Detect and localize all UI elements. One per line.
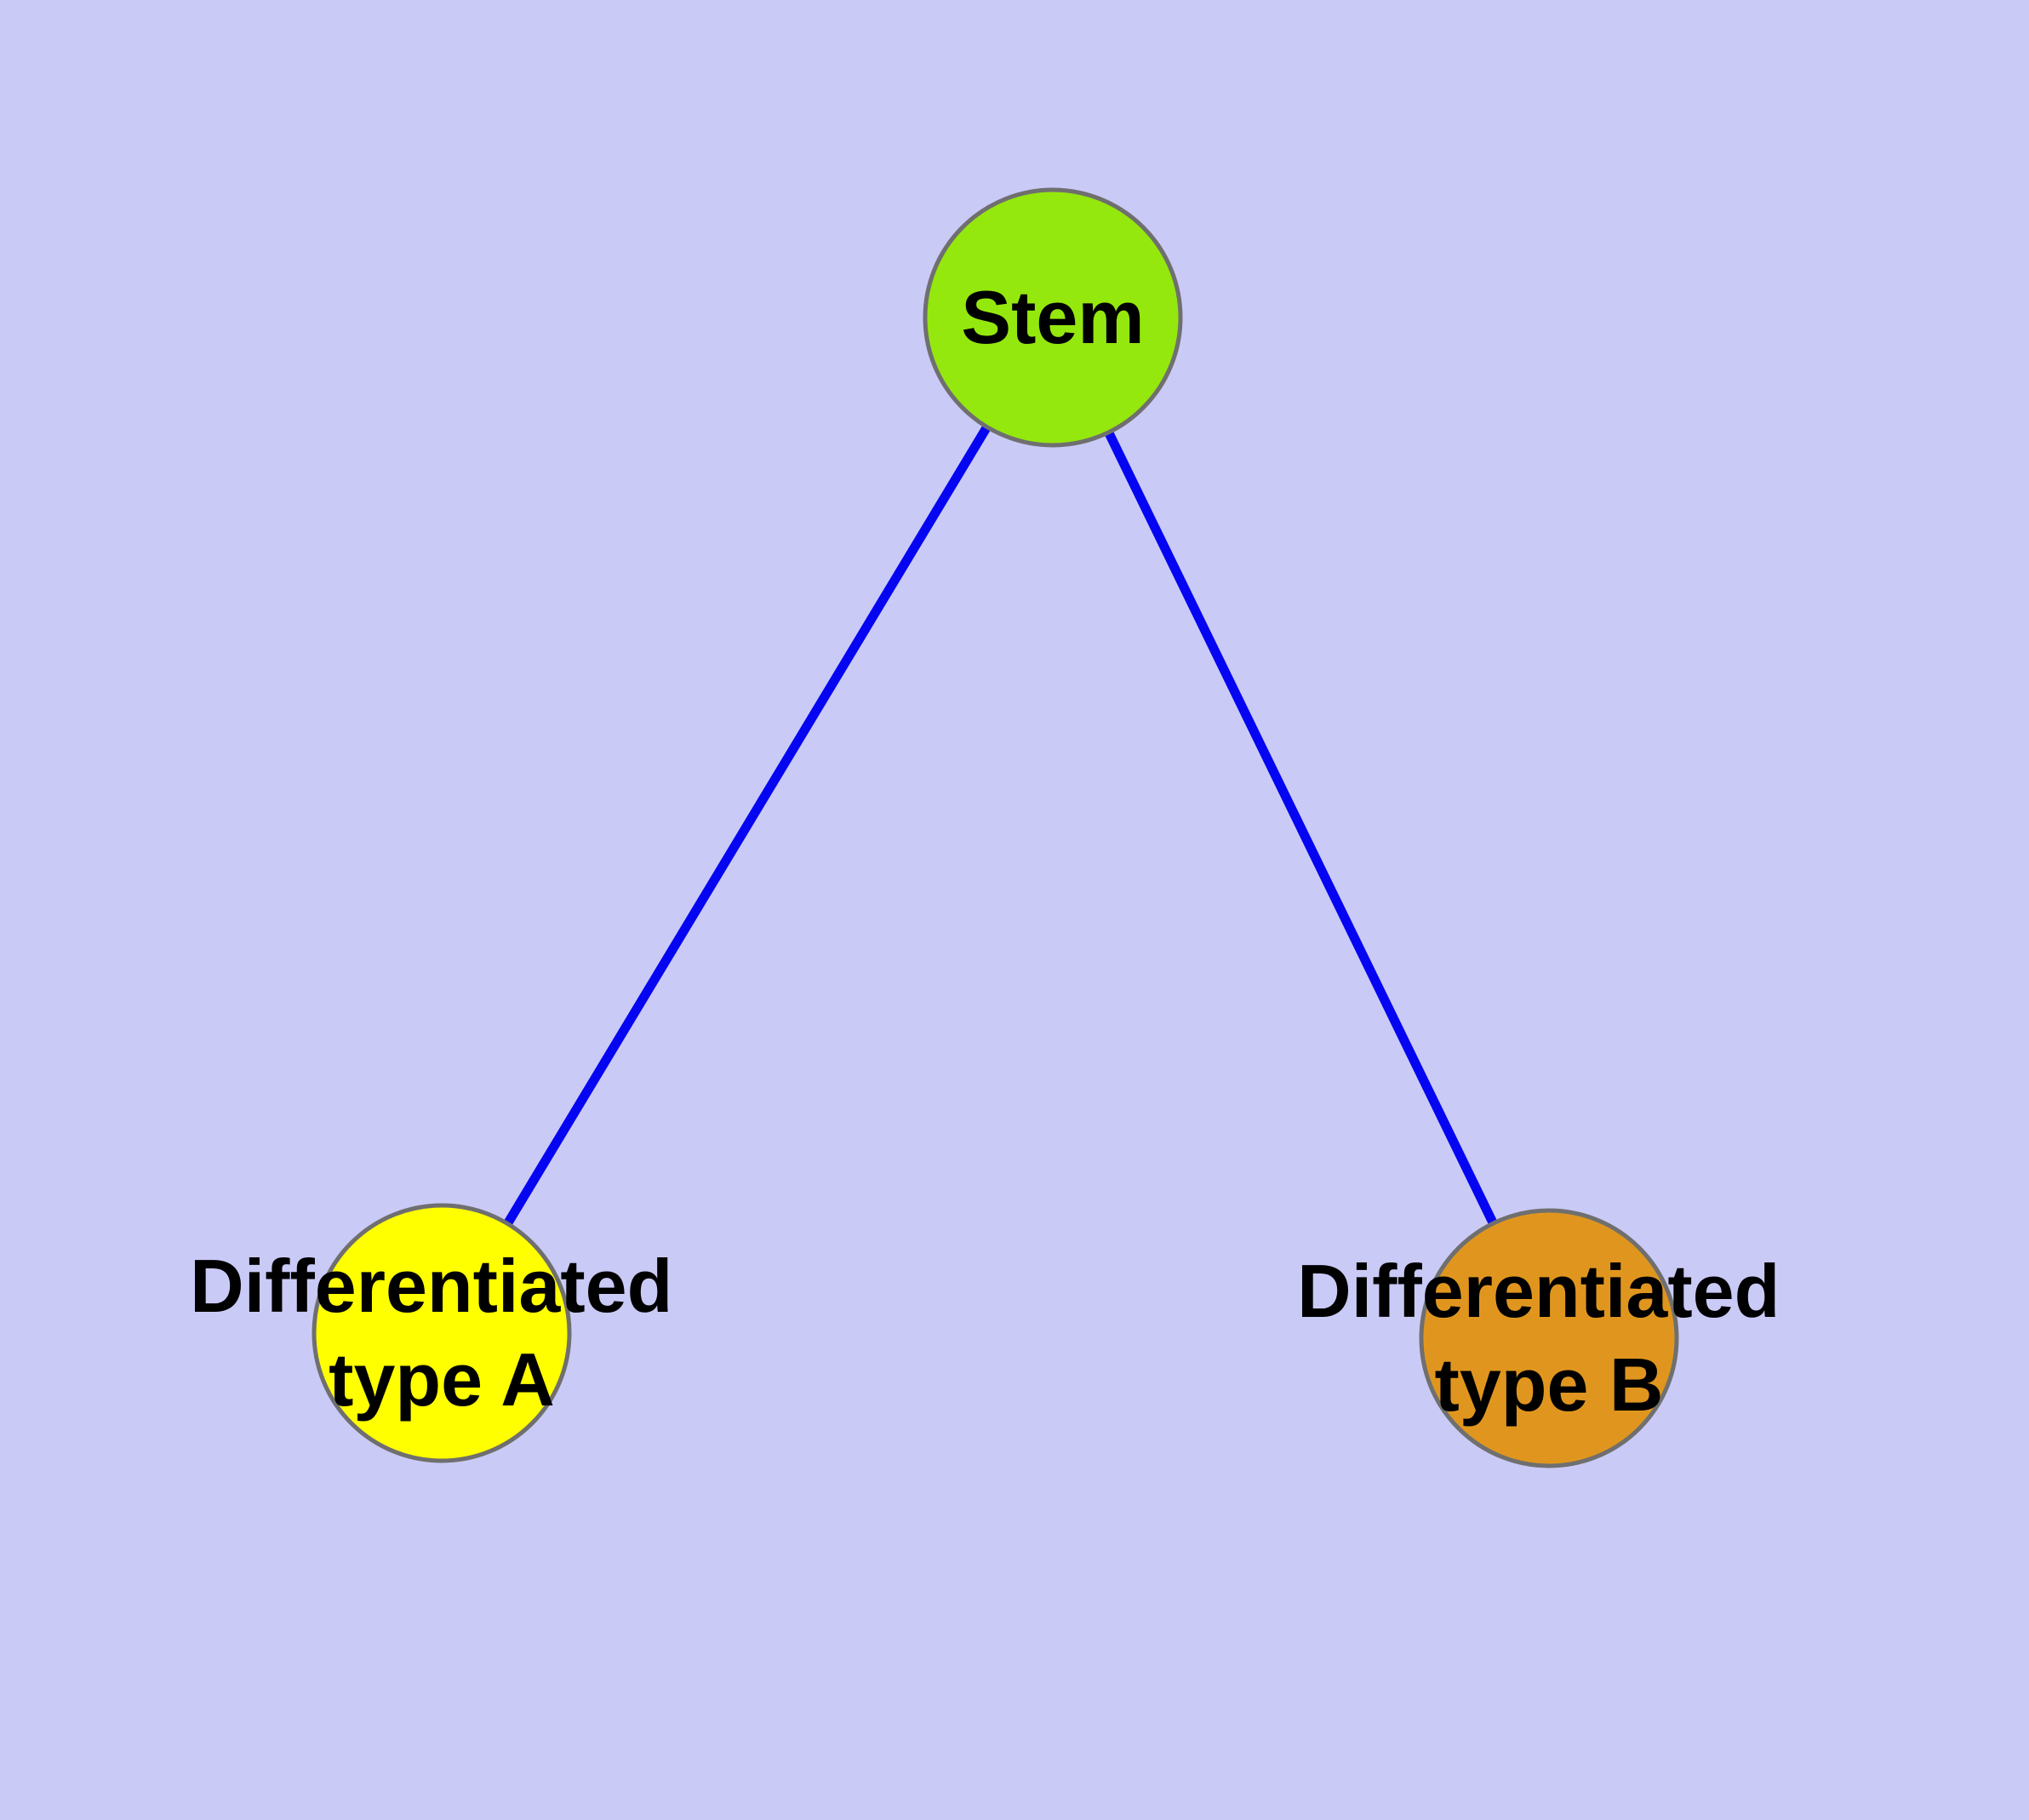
- node-type-b-label-line1: Differentiated: [1297, 1249, 1780, 1333]
- node-type-b-label: Differentiated type B: [1297, 1249, 1801, 1427]
- node-differentiated-type-a: [311, 1203, 572, 1463]
- node-type-b-label-line2: type B: [1435, 1342, 1664, 1427]
- node-type-a-label: Differentiated type A: [190, 1244, 694, 1422]
- node-stem: [923, 187, 1183, 448]
- node-type-a-label-line2: type A: [329, 1337, 555, 1422]
- edge-stem-to-type-b: [1049, 315, 1553, 1341]
- edge-stem-to-type-a: [437, 315, 1057, 1336]
- node-type-a-label-line1: Differentiated: [190, 1244, 672, 1328]
- node-differentiated-type-b: [1419, 1208, 1679, 1468]
- node-stem-label: Stem: [961, 275, 1144, 359]
